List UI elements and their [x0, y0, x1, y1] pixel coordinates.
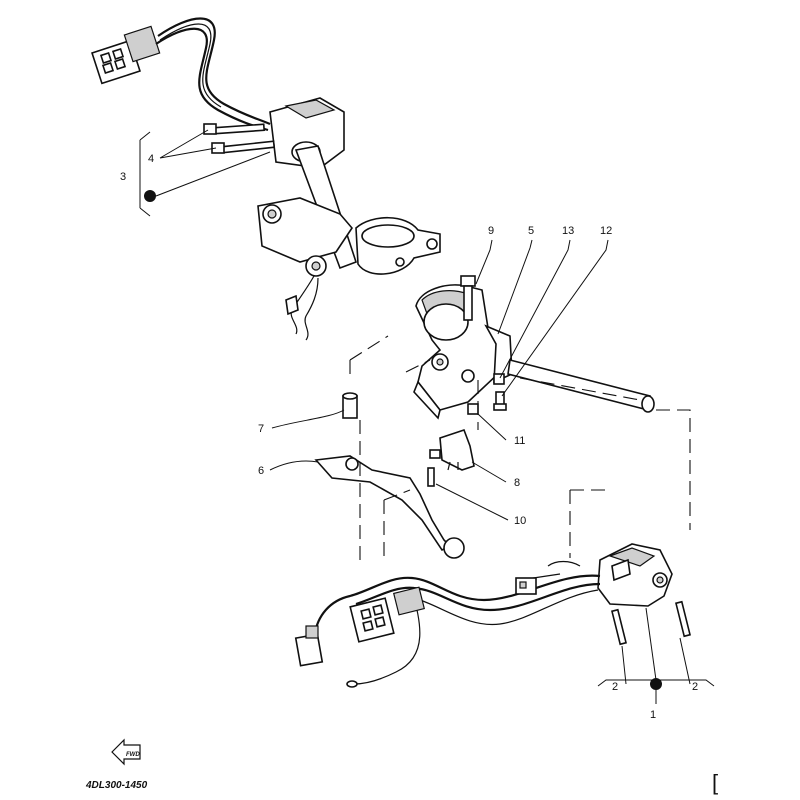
callout-2-right: 2 [692, 681, 698, 693]
bullet-3 [144, 190, 156, 202]
bullet-1 [650, 678, 662, 690]
frame-mark: [ [712, 770, 718, 795]
callout-7: 7 [258, 423, 264, 435]
leader-2 [621, 637, 691, 685]
screw-lower-a [611, 608, 627, 646]
callout-2-left: 2 [612, 681, 618, 693]
leader-3 [155, 151, 271, 197]
upper-connector [91, 25, 161, 85]
screw-upper-a [203, 123, 266, 135]
nut-11 [467, 403, 479, 415]
lever-bracket-assembly [413, 275, 513, 487]
callout-8: 8 [514, 477, 520, 489]
leader-4 [159, 129, 217, 159]
screw-lower-b [675, 600, 691, 638]
drawing-code: 4DL300-1450 [85, 780, 148, 791]
bolt-9 [460, 275, 476, 321]
collar-7 [342, 392, 358, 419]
callout-3: 3 [120, 171, 126, 183]
screw-10 [427, 467, 435, 487]
lower-connector-main [349, 586, 426, 643]
assembly-guide-lines [349, 335, 691, 560]
leader-lines [269, 239, 609, 521]
lower-switch-assembly [294, 543, 691, 688]
front-arrow-icon: FWD [111, 738, 141, 766]
callout-1: 1 [650, 709, 656, 721]
bolt-12 [493, 391, 507, 411]
clutch-switch-8 [429, 428, 475, 471]
lever-6 [314, 455, 465, 559]
bracket-3 [139, 131, 151, 217]
callout-5: 5 [528, 225, 534, 237]
screw-upper-b [211, 140, 276, 154]
lower-connector-small [294, 625, 324, 667]
callout-12: 12 [600, 225, 612, 237]
callout-6: 6 [258, 465, 264, 477]
callout-10: 10 [514, 515, 526, 527]
upper-switch-assembly [91, 17, 441, 341]
callout-9: 9 [488, 225, 494, 237]
callout-13: 13 [562, 225, 574, 237]
callout-11: 11 [514, 435, 525, 447]
lower-connector-mid [515, 577, 537, 595]
leader-1-up [645, 607, 657, 681]
callout-4: 4 [148, 153, 154, 165]
handlebar-right [507, 359, 655, 413]
callout-labels: 1 2 2 3 4 5 6 7 8 9 10 11 12 13 [120, 153, 698, 721]
nut-13 [493, 373, 505, 385]
svg-text:FWD: FWD [126, 752, 140, 758]
